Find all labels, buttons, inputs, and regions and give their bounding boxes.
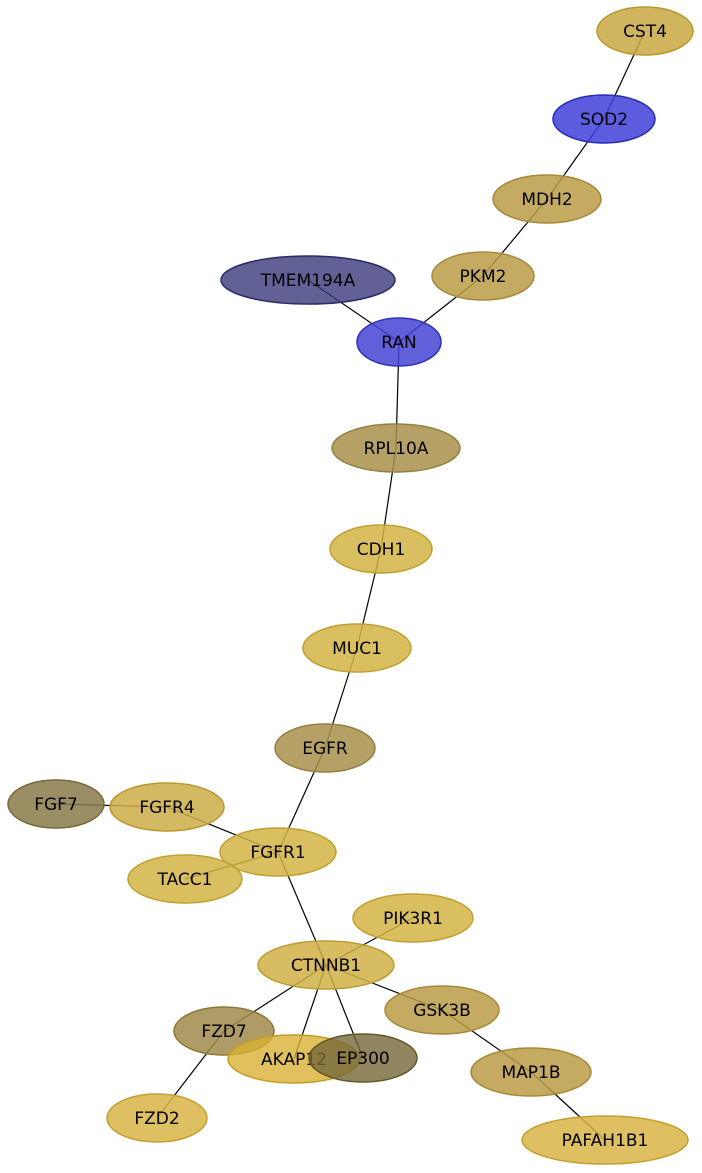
node-label-cst4: CST4 — [623, 22, 667, 42]
node-fzd2[interactable]: FZD2 — [106, 1093, 208, 1143]
node-shape-fzd2[interactable] — [106, 1093, 208, 1143]
node-map1b[interactable]: MAP1B — [470, 1047, 592, 1097]
node-label-map1b: MAP1B — [501, 1063, 560, 1083]
node-mdh2[interactable]: MDH2 — [492, 174, 602, 224]
node-gsk3b[interactable]: GSK3B — [384, 985, 500, 1035]
node-label-fzd2: FZD2 — [134, 1109, 179, 1129]
node-label-pafah1b1: PAFAH1B1 — [562, 1131, 649, 1151]
node-shape-cst4[interactable] — [596, 6, 694, 56]
node-ran[interactable]: RAN — [356, 317, 442, 367]
node-tacc1[interactable]: TACC1 — [127, 854, 243, 904]
node-shape-map1b[interactable] — [470, 1047, 592, 1097]
node-cdh1[interactable]: CDH1 — [329, 524, 433, 574]
node-label-ran: RAN — [381, 333, 416, 353]
node-shape-sod2[interactable] — [552, 94, 656, 144]
node-cst4[interactable]: CST4 — [596, 6, 694, 56]
node-sod2[interactable]: SOD2 — [552, 94, 656, 144]
node-pik3r1[interactable]: PIK3R1 — [352, 893, 474, 943]
node-shape-tacc1[interactable] — [127, 854, 243, 904]
node-shape-ctnnb1[interactable] — [257, 940, 395, 990]
node-label-fgf7: FGF7 — [34, 795, 78, 815]
node-shape-gsk3b[interactable] — [384, 985, 500, 1035]
node-label-tmem194a: TMEM194A — [260, 271, 356, 291]
node-ep300[interactable]: EP300 — [308, 1033, 418, 1083]
node-label-fzd7: FZD7 — [201, 1022, 246, 1042]
node-shape-pafah1b1[interactable] — [521, 1115, 689, 1165]
node-shape-pik3r1[interactable] — [352, 893, 474, 943]
node-shape-ep300[interactable] — [308, 1033, 418, 1083]
node-shape-fgf7[interactable] — [7, 779, 105, 829]
node-shape-egfr[interactable] — [274, 723, 376, 773]
node-label-ctnnb1: CTNNB1 — [291, 956, 361, 976]
node-label-ep300: EP300 — [336, 1049, 389, 1069]
node-label-pkm2: PKM2 — [460, 267, 507, 287]
node-shape-fgfr4[interactable] — [109, 782, 225, 832]
node-label-fgfr1: FGFR1 — [250, 843, 305, 863]
node-shape-mdh2[interactable] — [492, 174, 602, 224]
node-label-pik3r1: PIK3R1 — [383, 909, 443, 929]
node-shape-ran[interactable] — [356, 317, 442, 367]
node-fgf7[interactable]: FGF7 — [7, 779, 105, 829]
node-label-rpl10a: RPL10A — [364, 439, 429, 459]
node-pafah1b1[interactable]: PAFAH1B1 — [521, 1115, 689, 1165]
node-pkm2[interactable]: PKM2 — [431, 251, 535, 301]
node-shape-tmem194a[interactable] — [220, 255, 396, 305]
node-shape-muc1[interactable] — [302, 623, 412, 673]
node-label-sod2: SOD2 — [580, 110, 628, 130]
node-ctnnb1[interactable]: CTNNB1 — [257, 940, 395, 990]
node-label-egfr: EGFR — [302, 739, 348, 759]
node-label-mdh2: MDH2 — [521, 190, 572, 210]
node-label-cdh1: CDH1 — [357, 540, 406, 560]
node-shape-pkm2[interactable] — [431, 251, 535, 301]
node-label-gsk3b: GSK3B — [413, 1001, 471, 1021]
node-shape-rpl10a[interactable] — [331, 423, 461, 473]
node-shape-fgfr1[interactable] — [219, 827, 337, 877]
node-label-fgfr4: FGFR4 — [139, 798, 194, 818]
node-muc1[interactable]: MUC1 — [302, 623, 412, 673]
node-rpl10a[interactable]: RPL10A — [331, 423, 461, 473]
node-label-muc1: MUC1 — [332, 639, 382, 659]
node-egfr[interactable]: EGFR — [274, 723, 376, 773]
node-fgfr1[interactable]: FGFR1 — [219, 827, 337, 877]
node-shape-cdh1[interactable] — [329, 524, 433, 574]
node-fgfr4[interactable]: FGFR4 — [109, 782, 225, 832]
node-label-tacc1: TACC1 — [157, 870, 213, 890]
node-tmem194a[interactable]: TMEM194A — [220, 255, 396, 305]
